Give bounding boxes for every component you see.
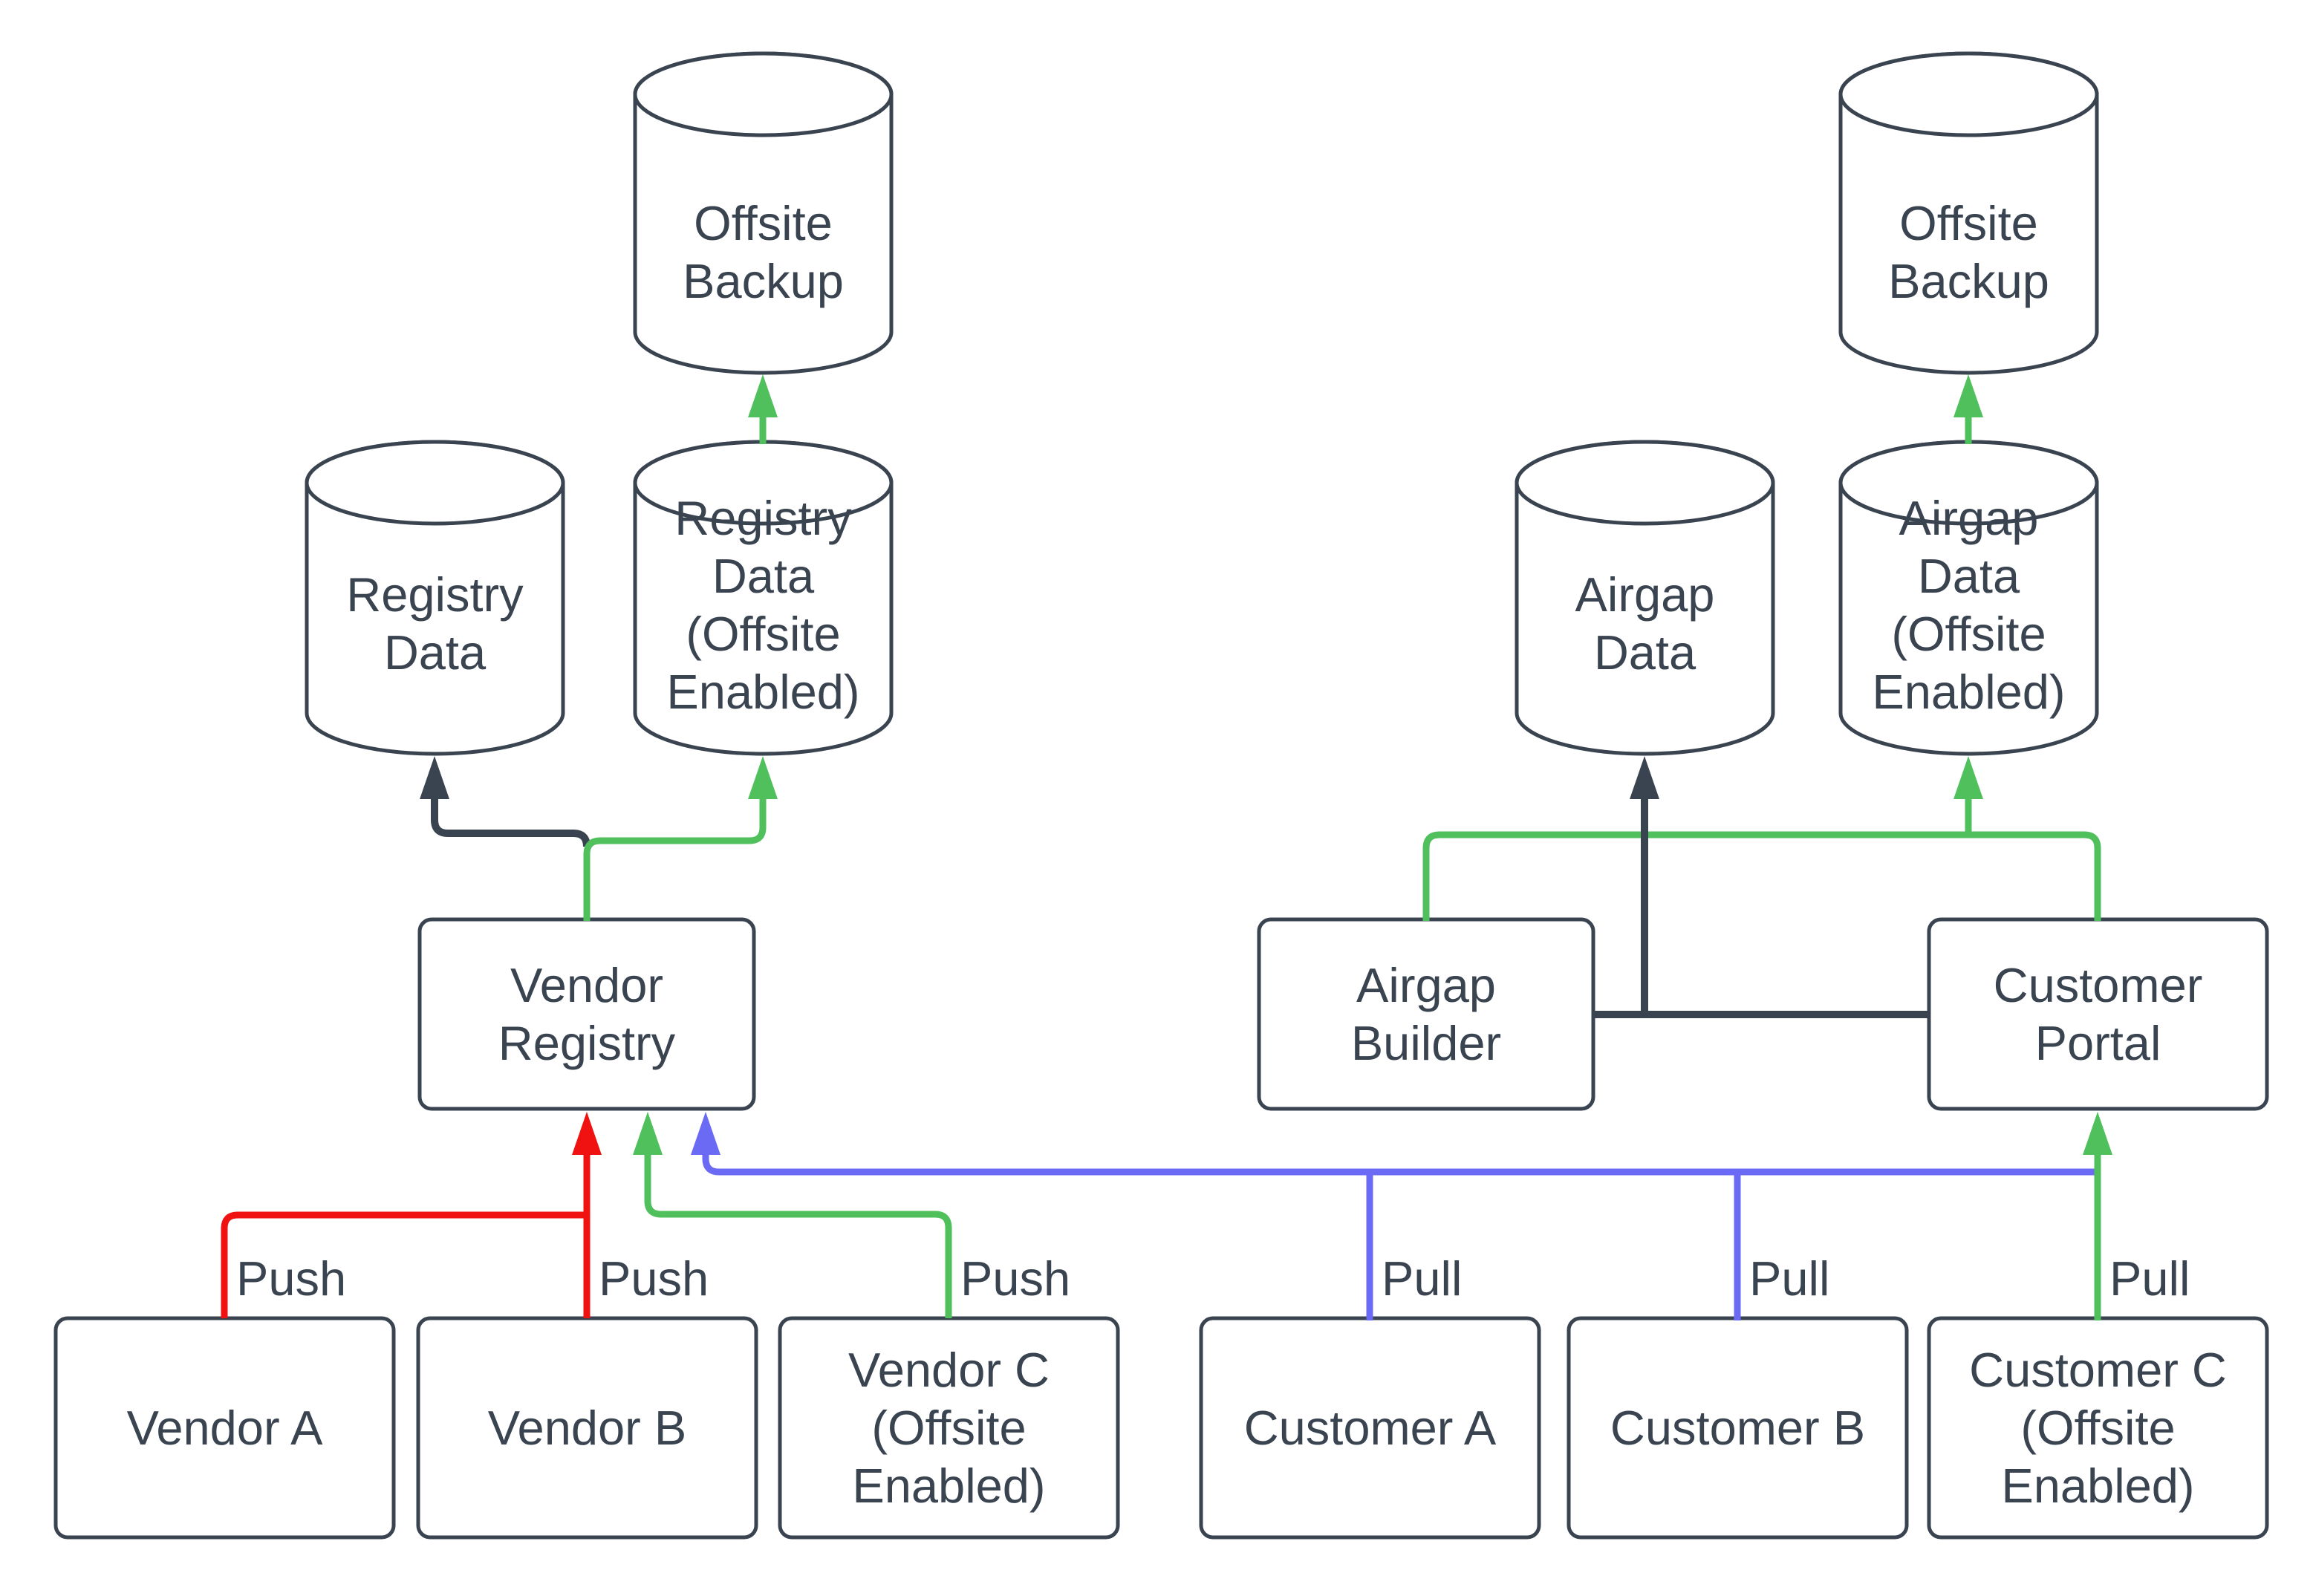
push-red-arrowhead <box>572 1112 602 1155</box>
airgap-data-offsite-cylinder <box>1838 440 2099 756</box>
offsite-backup-left-arrowhead <box>748 374 778 417</box>
airgap-data-edge <box>1630 756 1659 1014</box>
customer-c-pull-edge <box>2083 1112 2112 1320</box>
pull-green-arrowhead <box>2083 1112 2112 1155</box>
customer-portal-box <box>1927 917 2269 1111</box>
offsite-backup-left-cylinder <box>633 51 894 375</box>
registry-data-offsite-arrowhead <box>748 756 778 799</box>
vendor-a-box <box>53 1316 396 1540</box>
registry-data-arrowhead <box>420 756 449 799</box>
vendor-registry-box <box>417 917 756 1111</box>
airgap-builder-box <box>1257 917 1595 1111</box>
pull-trunk-edge <box>691 1112 2099 1320</box>
push-label-vendor-b: Push <box>599 1251 709 1306</box>
pull-label-customer-a: Pull <box>1382 1251 1463 1306</box>
pull-label-customer-c: Pull <box>2109 1251 2190 1306</box>
push-label-vendor-c: Push <box>960 1251 1071 1306</box>
airgap-green-trunk-edge <box>1422 756 2101 921</box>
airgap-data-arrowhead <box>1630 756 1659 799</box>
airgap-data-cylinder <box>1515 440 1775 756</box>
registry-data-offsite-cylinder <box>633 440 894 756</box>
registry-data-offsite-edge <box>583 756 778 921</box>
customer-a-box <box>1199 1316 1541 1540</box>
registry-data-cylinder <box>305 440 565 756</box>
push-green-arrowhead <box>633 1112 663 1155</box>
customer-c-box <box>1927 1316 2269 1540</box>
offsite-backup-left-edge <box>748 374 778 444</box>
customer-b-box <box>1567 1316 1909 1540</box>
airgap-data-offsite-arrowhead <box>1953 756 1983 799</box>
vendor-c-box <box>778 1316 1120 1540</box>
vendor-a-push-edge <box>221 1211 587 1318</box>
offsite-backup-right-arrowhead <box>1953 374 1983 417</box>
vendor-b-box <box>416 1316 758 1540</box>
pull-label-customer-b: Pull <box>1749 1251 1830 1306</box>
offsite-backup-right-edge <box>1953 374 1983 444</box>
vendor-push-red-edge <box>221 1112 602 1318</box>
vendor-c-push-edge <box>633 1112 952 1318</box>
offsite-backup-right-cylinder <box>1838 51 2099 375</box>
registry-data-edge <box>420 756 591 847</box>
push-label-vendor-a: Push <box>236 1251 347 1306</box>
pull-arrowhead <box>691 1112 720 1155</box>
